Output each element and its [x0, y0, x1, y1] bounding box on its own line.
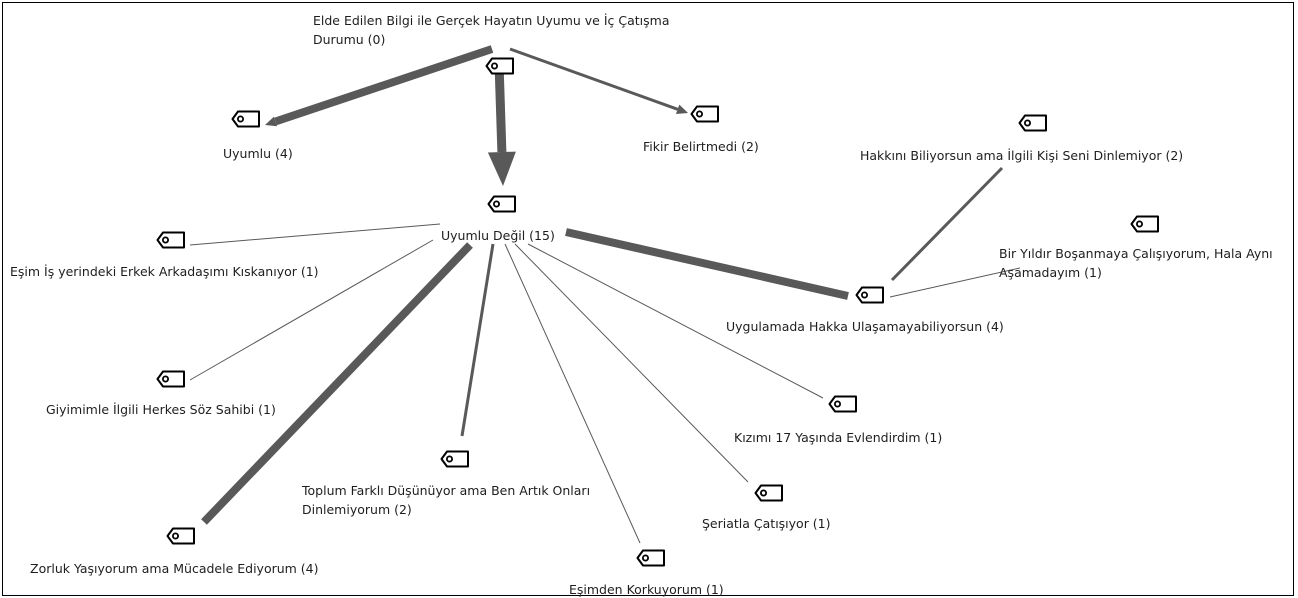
node-tag-icon[interactable]: [485, 57, 515, 75]
node-tag-icon[interactable]: [1018, 114, 1048, 132]
edge-uygulamada-to-hakkini: [890, 166, 1004, 282]
edge-arrowhead-root-to-uyumlu_degil: [487, 151, 516, 186]
node-label-root[interactable]: Elde Edilen Bilgi ile Gerçek Hayatın Uyu…: [313, 13, 670, 47]
edge-uyumlu_degil-to-giyim: [189, 239, 434, 381]
edge-uygulamada-to-bir_yildir: [889, 267, 1021, 298]
node-label-bir-yildir[interactable]: Bir Yıldır Boşanmaya Çalışıyorum, Hala A…: [999, 246, 1273, 280]
edge-root-to-uyumlu: [274, 45, 494, 126]
edge-arrowhead-root-to-uyumlu: [265, 116, 278, 127]
node-label-esimden[interactable]: Eşimden Korkuyorum (1): [569, 582, 724, 597]
edge-arrowhead-root-to-fikir: [675, 104, 688, 114]
node-tag-icon[interactable]: [440, 450, 470, 468]
edge-uyumlu_degil-to-esim_is: [189, 223, 441, 246]
node-label-uyumlu-degil[interactable]: Uyumlu Değil (15): [441, 228, 555, 243]
node-label-uyumlu[interactable]: Uyumlu (4): [223, 146, 293, 161]
node-tag-icon[interactable]: [754, 484, 784, 502]
node-tag-icon[interactable]: [156, 231, 186, 249]
node-tag-icon[interactable]: [166, 527, 196, 545]
node-tag-icon[interactable]: [231, 110, 261, 128]
node-label-fikir[interactable]: Fikir Belirtmedi (2): [643, 139, 759, 154]
node-tag-icon[interactable]: [156, 370, 186, 388]
node-label-uygulamada[interactable]: Uygulamada Hakka Ulaşamayabiliyorsun (4): [726, 319, 1004, 334]
node-label-hakkini[interactable]: Hakkını Biliyorsun ama İlgili Kişi Seni …: [860, 148, 1184, 163]
node-tag-icon[interactable]: [855, 286, 885, 304]
edge-uyumlu_degil-to-toplum: [460, 243, 495, 437]
node-tag-icon[interactable]: [1130, 215, 1160, 233]
node-label-giyim[interactable]: Giyimimle İlgili Herkes Söz Sahibi (1): [46, 402, 276, 417]
node-tag-icon[interactable]: [690, 105, 720, 123]
edge-root-to-uyumlu_degil: [494, 62, 507, 153]
node-label-esim-is[interactable]: Eşim İş yerindeki Erkek Arkadaşımı Kıska…: [10, 264, 319, 279]
edge-root-to-fikir: [509, 47, 679, 111]
edge-uyumlu_degil-to-uygulamada: [565, 228, 849, 300]
edge-uyumlu_degil-to-kizimi: [527, 243, 824, 399]
node-tag-icon[interactable]: [636, 549, 666, 567]
node-label-seriat[interactable]: Şeriatla Çatışıyor (1): [702, 516, 831, 531]
node-tag-icon[interactable]: [487, 195, 517, 213]
node-label-zorluk[interactable]: Zorluk Yaşıyorum ama Mücadele Ediyorum (…: [30, 561, 319, 576]
node-tag-icon[interactable]: [828, 395, 858, 413]
edge-uyumlu_degil-to-seriat: [514, 243, 749, 483]
edge-uyumlu_degil-to-esimden: [504, 243, 641, 544]
node-label-toplum[interactable]: Toplum Farklı Düşünüyor ama Ben Artık On…: [302, 483, 591, 517]
node-label-kizimi[interactable]: Kızımı 17 Yaşında Evlendirdim (1): [734, 430, 943, 445]
edge-uyumlu_degil-to-zorluk: [201, 242, 473, 525]
